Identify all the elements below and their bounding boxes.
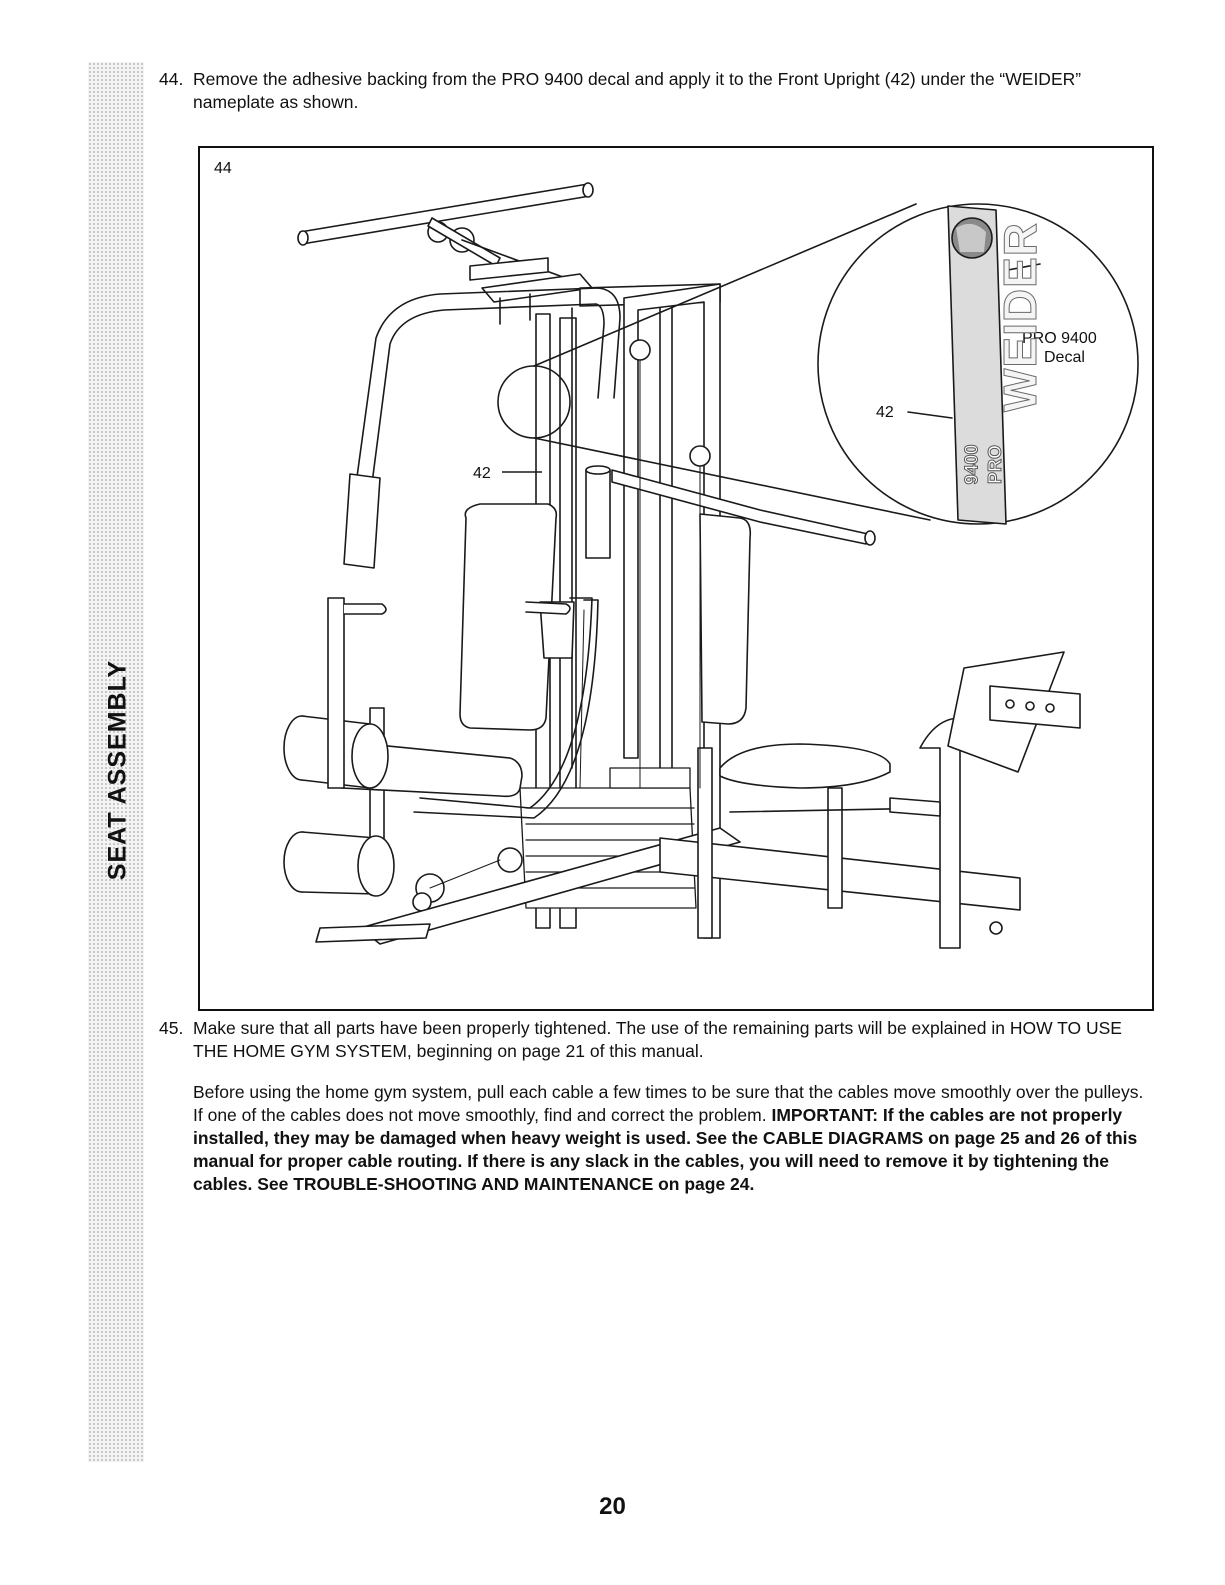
step-text: Remove the adhesive backing from the PRO… [193,69,1082,112]
decal-text-bottom: PRO [985,444,1006,485]
cable-check-paragraph: Before using the home gym system, pull e… [193,1081,1153,1196]
decal-label: PRO 9400 Decal [1022,330,1097,366]
pec-pad [611,469,876,725]
important-warning: IMPORTANT: If the cables are not properl… [193,1105,1138,1194]
upright-zoom-leader [907,263,1041,419]
press-arm [343,287,621,569]
front-upright-zoom [947,205,1007,525]
upright-label-zoom: 42 [876,404,894,421]
figure-number: 44 [214,160,232,177]
page-number: 20 [599,1493,626,1520]
step-45: 45. Make sure that all parts have been p… [159,1017,1153,1196]
weider-nameplate-text: WEIDER [994,222,1047,413]
home-gym-illustration [283,182,1139,949]
decal-text-top: 9400 [961,444,982,485]
step-number: 45. [159,1018,184,1038]
upright-label-main: 42 [473,465,491,482]
cables [429,359,701,889]
step-text: Make sure that all parts have been prope… [193,1018,1122,1061]
foot-plate [947,651,1081,773]
cable-check-text: Before using the home gym system, pull e… [193,1082,1144,1125]
back-pad [459,465,611,731]
side-band [88,62,144,1462]
assembly-figure: 44 [198,146,1154,1011]
upright-leader-main [502,471,542,473]
step-44: 44. Remove the adhesive backing from the… [159,68,1153,114]
leg-rollers [283,597,571,897]
leg-developer [719,717,1003,949]
step-number: 44. [159,69,184,89]
section-label: SEAT ASSEMBLY [103,659,132,881]
